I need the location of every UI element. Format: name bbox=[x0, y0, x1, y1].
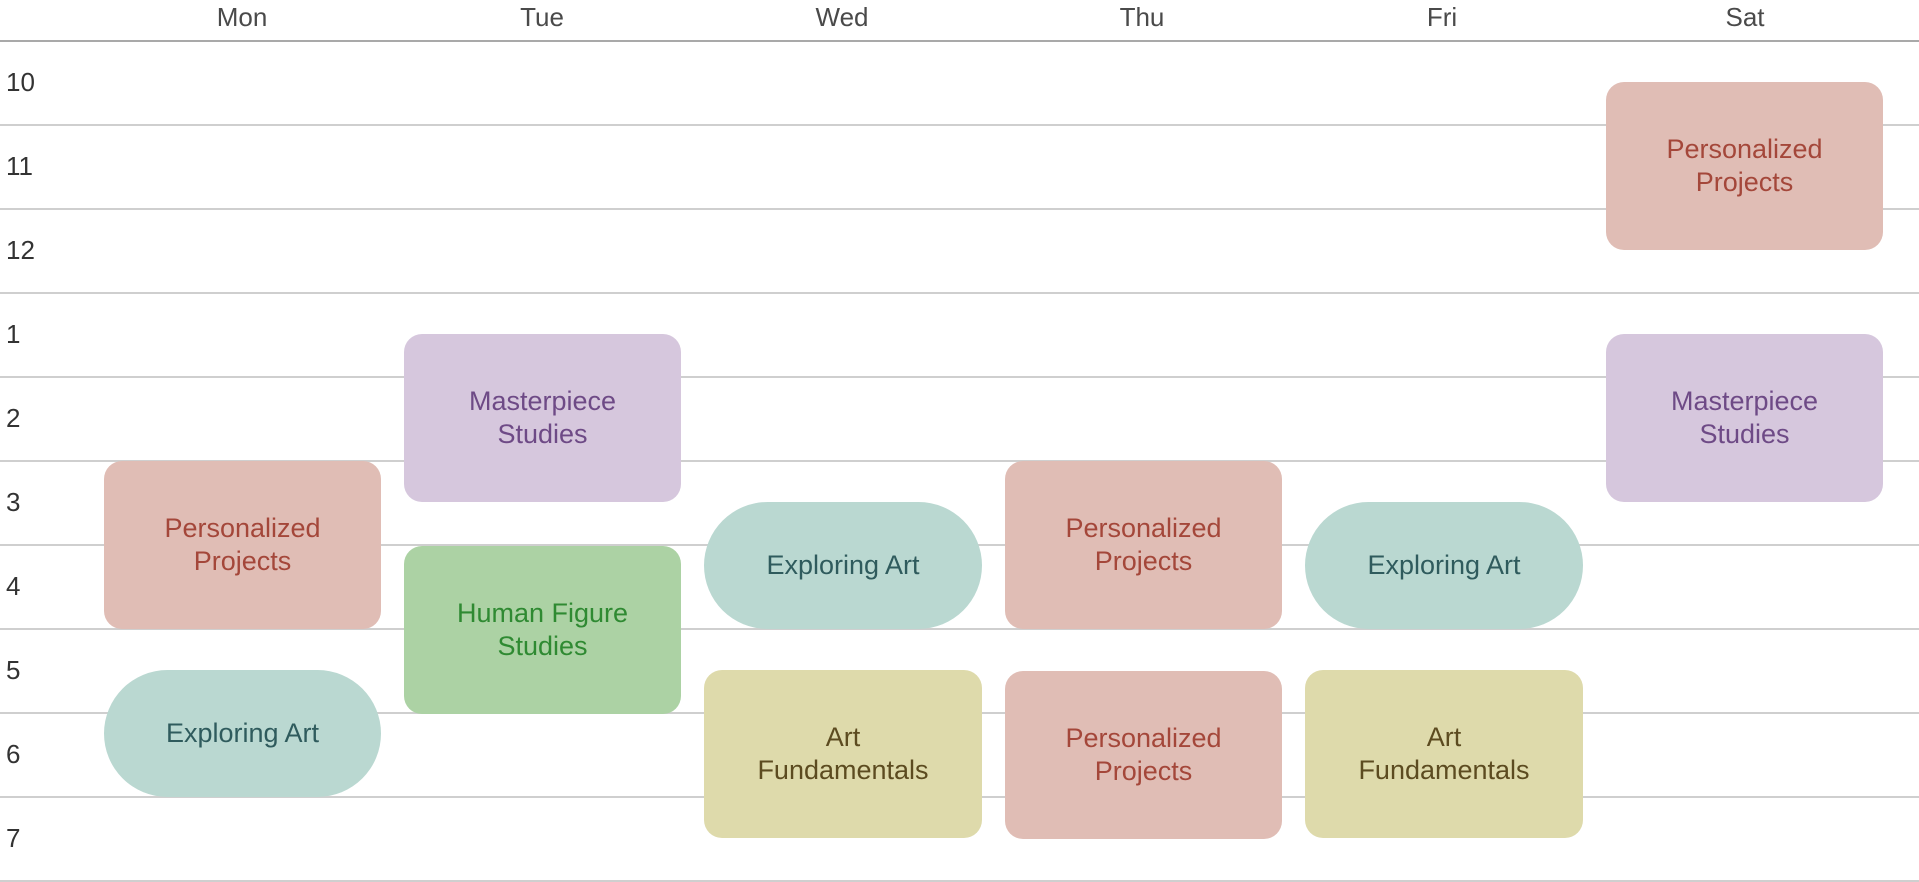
hour-label-3: 3 bbox=[6, 487, 21, 517]
event-fri-art-fundamentals[interactable]: Art Fundamentals bbox=[1305, 670, 1583, 838]
hour-gridline bbox=[0, 208, 1919, 210]
event-thu-personalized-projects-evening[interactable]: Personalized Projects bbox=[1005, 671, 1282, 839]
day-header-mon: Mon bbox=[216, 2, 268, 32]
hour-label-1: 1 bbox=[6, 319, 21, 349]
hour-label-10: 10 bbox=[6, 67, 35, 97]
hour-gridline bbox=[0, 376, 1919, 378]
event-sat-masterpiece-studies[interactable]: Masterpiece Studies bbox=[1606, 334, 1883, 502]
hour-label-2: 2 bbox=[6, 403, 21, 433]
hour-gridline bbox=[0, 292, 1919, 294]
event-wed-art-fundamentals[interactable]: Art Fundamentals bbox=[704, 670, 982, 838]
day-header-tue: Tue bbox=[520, 2, 564, 32]
event-fri-exploring-art[interactable]: Exploring Art bbox=[1305, 502, 1583, 629]
hour-gridline bbox=[0, 628, 1919, 630]
hour-gridline bbox=[0, 880, 1919, 882]
day-header-wed: Wed bbox=[815, 2, 869, 32]
hour-label-7: 7 bbox=[6, 823, 21, 853]
hour-gridline bbox=[0, 460, 1919, 462]
event-mon-personalized-projects[interactable]: Personalized Projects bbox=[104, 461, 381, 629]
hour-gridline bbox=[0, 124, 1919, 126]
event-wed-exploring-art[interactable]: Exploring Art bbox=[704, 502, 982, 629]
event-thu-personalized-projects[interactable]: Personalized Projects bbox=[1005, 461, 1282, 629]
day-header-sat: Sat bbox=[1725, 2, 1765, 32]
event-sat-personalized-projects[interactable]: Personalized Projects bbox=[1606, 82, 1883, 250]
hour-label-4: 4 bbox=[6, 571, 21, 601]
hour-label-11: 11 bbox=[6, 151, 33, 181]
hour-label-5: 5 bbox=[6, 655, 21, 685]
event-mon-exploring-art[interactable]: Exploring Art bbox=[104, 670, 381, 797]
event-tue-masterpiece-studies[interactable]: Masterpiece Studies bbox=[404, 334, 681, 502]
event-tue-human-figure-studies[interactable]: Human Figure Studies bbox=[404, 546, 681, 714]
hour-label-6: 6 bbox=[6, 739, 21, 769]
day-header-fri: Fri bbox=[1426, 2, 1458, 32]
day-header-thu: Thu bbox=[1119, 2, 1165, 32]
header-divider bbox=[0, 40, 1919, 42]
hour-label-12: 12 bbox=[6, 235, 35, 265]
